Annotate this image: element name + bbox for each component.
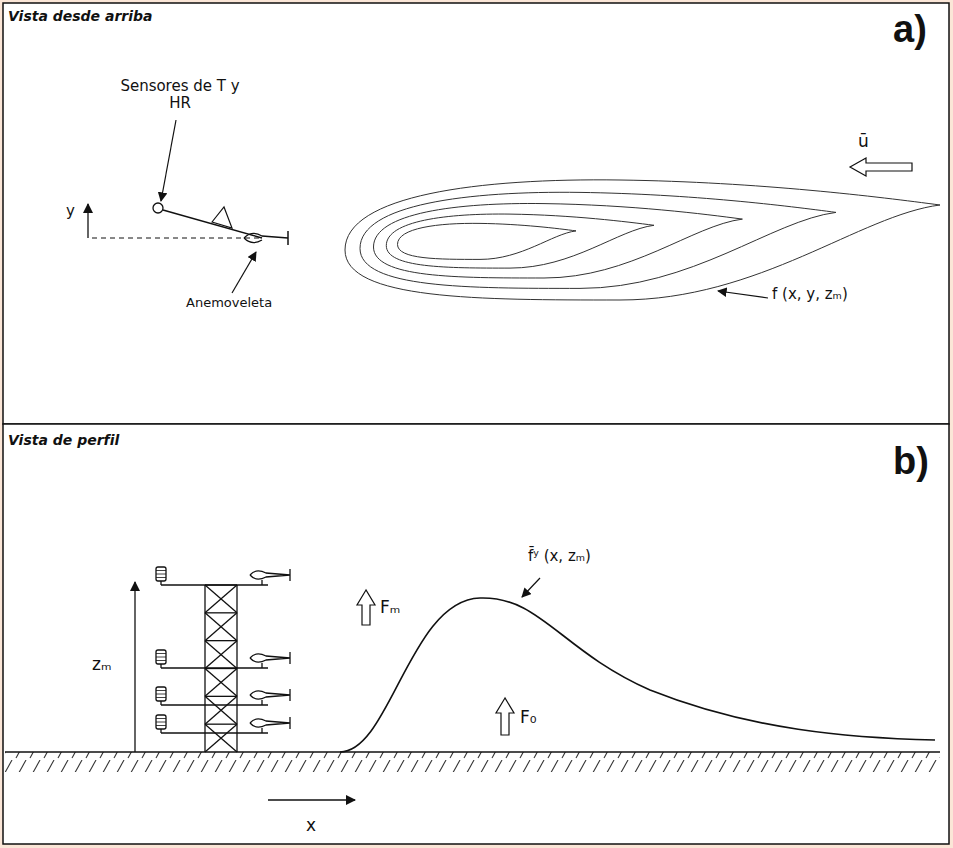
x-axis-arrow bbox=[268, 799, 355, 800]
sensor-arm bbox=[163, 210, 262, 238]
height-arrow bbox=[134, 582, 135, 752]
leader-line bbox=[232, 252, 256, 293]
leader-line bbox=[522, 578, 540, 597]
contour-line bbox=[386, 214, 654, 268]
panel-title: Vista desde arriba bbox=[8, 8, 153, 24]
contour-line bbox=[360, 192, 836, 288]
ground-hatching bbox=[5, 752, 940, 772]
panel-top bbox=[3, 3, 949, 424]
flux-arrow bbox=[496, 698, 514, 735]
footprint-curve bbox=[340, 598, 935, 752]
panel-letter: a) bbox=[893, 8, 927, 52]
flux-arrow bbox=[357, 590, 375, 625]
leader-line bbox=[161, 120, 176, 201]
part-name: Anemoveleta bbox=[186, 296, 272, 311]
sensor-head bbox=[153, 203, 163, 213]
contour-line bbox=[345, 180, 940, 300]
panel-title: Vista de perfil bbox=[8, 432, 119, 448]
panel-profile bbox=[3, 424, 949, 844]
anemometer-body bbox=[244, 233, 288, 242]
footprint-contours bbox=[345, 180, 940, 300]
wind-arrow bbox=[850, 158, 912, 176]
flux-label: Fₘ bbox=[380, 598, 400, 618]
footprint-label: f̄ʸ (x, zₘ) bbox=[528, 548, 591, 565]
flux-label: F₀ bbox=[520, 708, 537, 728]
reference-line bbox=[92, 238, 262, 239]
vane-fin bbox=[212, 207, 232, 228]
y-axis-arrow bbox=[87, 204, 88, 238]
ground-line bbox=[5, 751, 940, 753]
wind-label: ū bbox=[858, 132, 869, 152]
instrument-levels bbox=[156, 567, 290, 733]
axis-label: x bbox=[306, 816, 316, 836]
leader-line bbox=[718, 291, 768, 298]
footprint-label: f (x, y, zₘ) bbox=[772, 286, 848, 303]
anemometer-tail bbox=[287, 231, 289, 245]
contour-line bbox=[398, 223, 577, 259]
axis-label: y bbox=[66, 203, 75, 220]
panel-letter: b) bbox=[893, 440, 929, 484]
contour-line bbox=[374, 203, 743, 278]
height-label: zₘ bbox=[92, 655, 112, 675]
sensor-label: Sensores de T y HR bbox=[120, 78, 240, 113]
